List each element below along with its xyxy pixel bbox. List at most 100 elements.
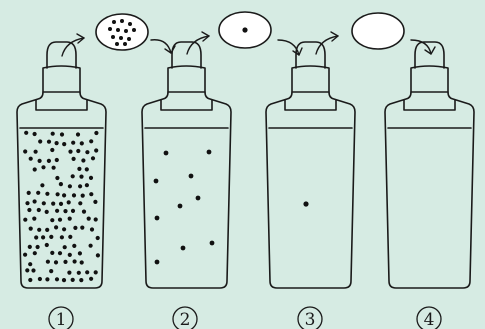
saucer-1-particle	[112, 20, 116, 24]
bottle-2-particle	[207, 150, 212, 155]
bottle-4-nipple	[415, 42, 444, 68]
bottle-1-particle	[62, 142, 66, 146]
bottle-1-particle	[87, 217, 91, 221]
bottle-1-particle	[91, 156, 95, 160]
bottle-1-particle	[34, 235, 38, 239]
bottle-1-particle	[62, 227, 66, 231]
bottle-1-particle	[62, 278, 66, 282]
bottle-1-particle	[58, 218, 62, 222]
bottle-1-particle	[60, 132, 64, 136]
bottle-1-particle	[58, 251, 62, 255]
saucer-1-particle	[119, 36, 123, 40]
bottle-2-body	[142, 66, 231, 288]
saucer-1-particle	[115, 42, 119, 46]
bottle-1-particle	[71, 278, 75, 282]
saucer-1-particle	[132, 28, 136, 32]
bottle-1-particle	[36, 191, 40, 195]
bottle-1-particle	[71, 209, 75, 213]
bottle-1-particle	[34, 150, 38, 154]
bottle-2-collar	[161, 100, 212, 110]
bottle-1-particle	[41, 165, 45, 169]
bottle-1-particle	[41, 235, 45, 239]
bottle-1-particle	[49, 235, 53, 239]
bottle-1-particle	[47, 140, 51, 144]
bottle-1-particle	[23, 253, 27, 257]
bottle-1-particle	[45, 243, 49, 247]
bottle-1-particle	[59, 182, 63, 186]
bottle-1-particle	[46, 260, 50, 264]
bottle-2	[142, 42, 231, 288]
bottle-1-particle	[63, 245, 67, 249]
bottle-2-particle	[155, 216, 160, 221]
bottle-2-particle	[164, 151, 169, 156]
bottle-1-particle	[85, 270, 89, 274]
bottle-2-particles	[154, 150, 215, 265]
bottle-1-particle	[89, 139, 93, 143]
step-1-label: 1	[56, 310, 67, 329]
bottle-1-nipple	[47, 42, 76, 68]
step-4-label: 4	[424, 310, 435, 329]
bottle-1-particle	[68, 217, 72, 221]
saucer-3-ellipse	[352, 13, 404, 49]
bottle-1-particle	[54, 260, 58, 264]
bottle-1-particle	[71, 174, 75, 178]
bottle-1-particle	[54, 225, 58, 229]
bottle-1-particle	[67, 271, 71, 275]
bottle-2-particle	[181, 246, 186, 251]
bottle-1-particle	[45, 210, 49, 214]
bottle-1-particle	[50, 218, 54, 222]
bottle-1-particle	[72, 193, 76, 197]
bottle-3-particle	[303, 201, 308, 206]
bottle-1-particle	[76, 149, 80, 153]
bottle-1-particle	[85, 150, 89, 154]
bottle-4-body	[385, 66, 474, 288]
bottle-1-particle	[90, 227, 94, 231]
bottle-1-particle	[55, 176, 59, 180]
bottle-3	[266, 42, 355, 288]
bottle-1-particle	[85, 183, 89, 187]
bottle-1-particle	[27, 191, 31, 195]
saucer-1-particle	[124, 29, 128, 33]
bottle-1-particle	[68, 253, 72, 257]
bottle-1-particle	[28, 262, 32, 266]
bottle-1-particle	[51, 202, 55, 206]
saucer-1-particle	[120, 19, 124, 23]
bottle-1-particle	[85, 167, 89, 171]
bottle-1-particle	[37, 228, 41, 232]
bottle-1-particle	[77, 271, 81, 275]
bottle-1-particle	[79, 175, 83, 179]
bottle-1-particle	[67, 200, 71, 204]
bottle-1-particle	[73, 226, 77, 230]
bottle-1-particle	[81, 194, 85, 198]
saucer-1-particle	[108, 27, 112, 31]
saucer-1-particle	[128, 22, 132, 26]
bottle-2-particle	[196, 196, 201, 201]
bottle-1-particle	[63, 209, 67, 213]
bottle-2-particle	[155, 260, 160, 265]
bottle-1-particle	[68, 184, 72, 188]
saucer-1-particle	[123, 42, 127, 46]
bottle-1-particle	[38, 139, 42, 143]
bottle-1-particle	[42, 201, 46, 205]
saucer-3	[352, 13, 404, 49]
bottle-1-particle	[38, 159, 42, 163]
bottle-1-particle	[68, 150, 72, 154]
bottle-1-particle	[94, 148, 98, 152]
bottle-1-particle	[63, 260, 67, 264]
bottle-1-particle	[60, 235, 64, 239]
bottle-1-particle	[89, 176, 93, 180]
bottle-1-particle	[38, 277, 42, 281]
bottle-1-particle	[40, 183, 44, 187]
bottle-1-particle	[94, 217, 98, 221]
bottle-1-particle	[94, 270, 98, 274]
saucer-1	[96, 14, 148, 50]
bottle-1-particle	[25, 268, 29, 272]
bottle-1-particle	[82, 210, 86, 214]
bottle-1-particle	[62, 193, 66, 197]
bottle-1-particle	[68, 235, 72, 239]
bottle-1-particle	[55, 141, 59, 145]
bottle-1-particle	[32, 217, 36, 221]
saucer-2	[219, 12, 271, 48]
